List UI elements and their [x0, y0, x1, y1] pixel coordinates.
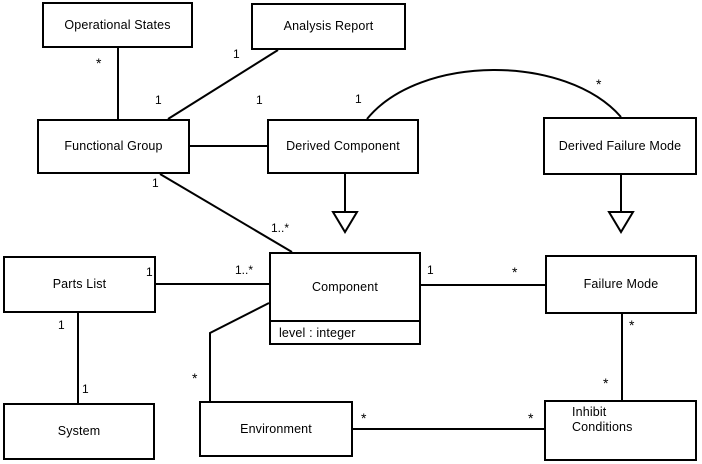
class-name-functional-group: Functional Group: [64, 139, 163, 154]
multiplicity-label-environment--inhibit-conditions-1: *: [528, 410, 534, 426]
multiplicity-label-functional-group--component-0: 1: [152, 176, 159, 190]
multiplicity-label-functional-group--analysis-report-1: 1: [155, 93, 162, 107]
class-box-parts-list[interactable]: Parts List: [3, 256, 156, 313]
edge-functional-group--component: [159, 173, 293, 253]
class-box-environment[interactable]: Environment: [199, 401, 353, 457]
class-box-functional-group[interactable]: Functional Group: [37, 119, 190, 174]
generalization-arrowhead-derived-component--component: [331, 211, 359, 234]
multiplicity-label-component--environment-0: *: [192, 370, 198, 386]
edge-derived-component--derived-failure-mode: [366, 69, 622, 120]
class-box-operational-states[interactable]: Operational States: [42, 2, 193, 48]
class-name-system: System: [57, 424, 101, 439]
multiplicity-label-environment--inhibit-conditions-0: *: [361, 410, 367, 426]
multiplicity-label-parts-list--system-1: 1: [82, 382, 89, 396]
class-name-derived-component: Derived Component: [286, 139, 400, 154]
class-attribute-component-0: level : integer: [271, 320, 419, 343]
class-box-failure-mode[interactable]: Failure Mode: [545, 255, 697, 314]
multiplicity-label-derived-component--derived-failure-mode-1: *: [596, 76, 602, 92]
multiplicity-label-component--failure-mode-1: *: [512, 264, 518, 280]
edge-component--environment: [209, 302, 270, 401]
class-name-analysis-report: Analysis Report: [283, 19, 374, 34]
multiplicity-label-failure-mode--inhibit-conditions-0: *: [629, 317, 635, 333]
class-box-derived-failure-mode[interactable]: Derived Failure Mode: [543, 117, 697, 175]
multiplicity-label-derived-component--derived-failure-mode-0: 1: [355, 92, 362, 106]
multiplicity-label-parts-list--component-1: 1..*: [235, 263, 254, 277]
class-name-operational-states: Operational States: [64, 17, 171, 32]
class-name-environment: Environment: [240, 421, 312, 436]
generalization-arrowhead-derived-failure-mode--failure-mode: [607, 211, 635, 234]
multiplicity-label-operational-states--functional-group-0: *: [96, 55, 102, 71]
class-box-derived-component[interactable]: Derived Component: [267, 119, 419, 174]
multiplicity-label-failure-mode--inhibit-conditions-1: *: [603, 375, 609, 391]
class-name-parts-list: Parts List: [52, 277, 107, 292]
multiplicity-label-functional-group--derived-component-0: 1: [256, 93, 263, 107]
class-name-component: Component: [312, 279, 378, 294]
class-name-line-2-inhibit-conditions: Conditions: [572, 419, 633, 434]
class-box-analysis-report[interactable]: Analysis Report: [251, 3, 406, 50]
multiplicity-label-component--failure-mode-0: 1: [427, 263, 434, 277]
class-box-component[interactable]: Component level : integer: [269, 252, 421, 345]
multiplicity-label-parts-list--system-0: 1: [58, 318, 65, 332]
edge-functional-group--analysis-report: [167, 49, 279, 120]
class-name-line-1-inhibit-conditions: Inhibit: [572, 405, 607, 419]
multiplicity-label-functional-group--component-1: 1..*: [271, 221, 290, 235]
multiplicity-label-parts-list--component-0: 1: [146, 265, 153, 279]
class-name-failure-mode: Failure Mode: [583, 277, 659, 292]
class-name-derived-failure-mode: Derived Failure Mode: [558, 138, 682, 153]
class-box-system[interactable]: System: [3, 403, 155, 460]
multiplicity-label-functional-group--analysis-report-0: 1: [233, 47, 240, 61]
